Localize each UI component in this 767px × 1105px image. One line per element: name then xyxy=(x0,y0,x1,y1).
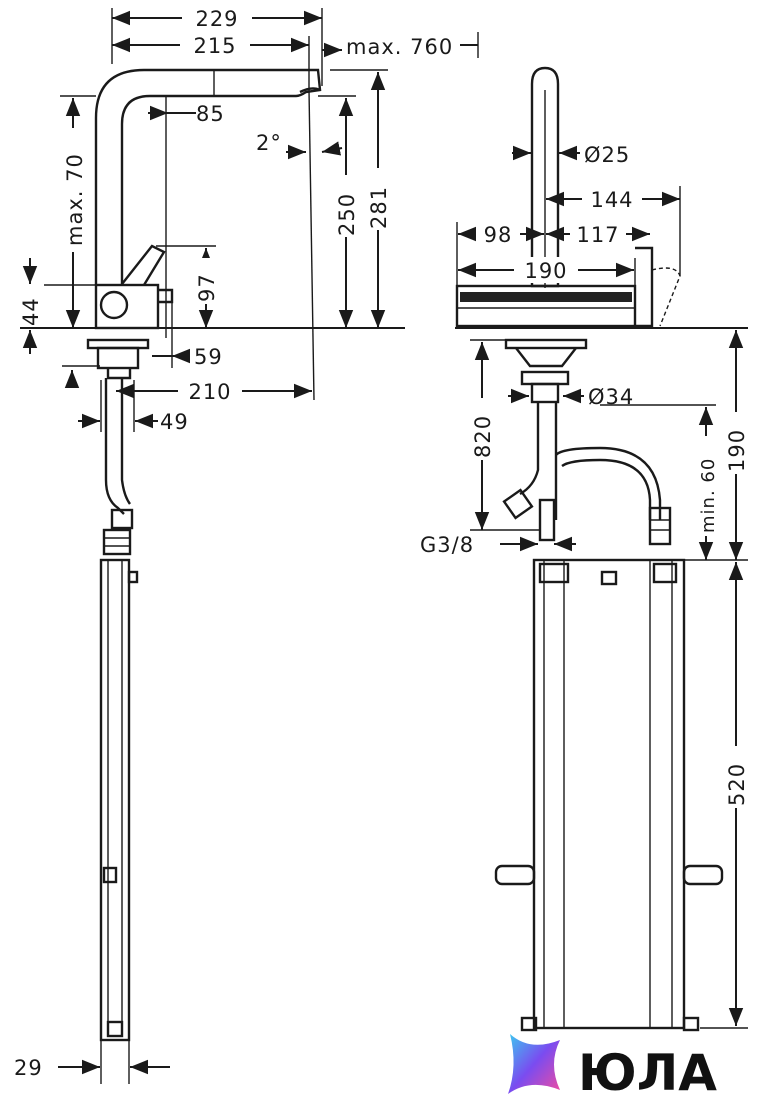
front-hose-left xyxy=(519,402,540,496)
dim-190-top: 190 xyxy=(524,259,567,283)
base-flange xyxy=(86,338,150,350)
front-base-flange xyxy=(504,338,588,350)
front-base-cone xyxy=(515,347,577,368)
hose-box xyxy=(99,558,131,1042)
dim-190-side: 190 xyxy=(725,429,749,472)
dim-97: 97 xyxy=(195,273,219,302)
dim-49: 49 xyxy=(160,410,189,434)
spout-outline xyxy=(94,68,322,285)
hose-connector xyxy=(110,508,134,530)
ext-line-tilt xyxy=(308,89,315,401)
dim-520: 520 xyxy=(725,763,749,806)
hose-fitting-mid xyxy=(538,498,556,542)
dim-59: 59 xyxy=(194,345,223,369)
dim-d25: Ø25 xyxy=(584,143,630,167)
dim-215: 215 xyxy=(193,34,236,58)
box-foot-right xyxy=(682,1016,700,1032)
dim-281: 281 xyxy=(367,186,391,229)
dim-210: 210 xyxy=(188,380,231,404)
logo-star-icon xyxy=(508,1034,560,1094)
dim-max70: max. 70 xyxy=(63,153,87,246)
dim-2deg: 2° xyxy=(256,131,282,155)
hose-left xyxy=(104,378,125,515)
lever-base xyxy=(158,288,174,304)
brand-logo: ЮЛА xyxy=(508,1034,717,1102)
dim-g38: G3/8 xyxy=(420,533,474,557)
box-bracket xyxy=(102,866,118,884)
wall-bracket-left xyxy=(494,864,536,886)
spout-column xyxy=(530,66,560,288)
lever-side xyxy=(635,246,654,328)
front-view: Ø25 144 98 117 190 Ø34 820 G3/8 xyxy=(420,66,750,1032)
lever-swing xyxy=(651,267,681,327)
box-clip xyxy=(127,570,139,584)
dim-arrow-2deg-b xyxy=(321,141,343,156)
side-view: 229 215 max. 760 85 2° max. 70 250 xyxy=(14,4,479,1084)
front-hose-right xyxy=(555,446,662,520)
front-shank xyxy=(530,382,560,404)
dim-117: 117 xyxy=(576,223,619,247)
mixer-cartridge xyxy=(99,290,129,320)
dim-229: 229 xyxy=(195,7,238,31)
front-hose-box xyxy=(532,558,686,1030)
thread-nut xyxy=(106,368,132,380)
logo-text: ЮЛА xyxy=(578,1044,717,1100)
wall-bracket-right xyxy=(682,864,724,886)
hose-right xyxy=(120,378,131,505)
hose-fitting xyxy=(502,488,534,520)
front-nut xyxy=(520,370,570,386)
hose-fitting-right xyxy=(648,506,672,546)
lever-handle xyxy=(121,244,166,286)
dim-144: 144 xyxy=(590,188,633,212)
spray-head xyxy=(299,87,321,94)
dim-29: 29 xyxy=(14,1056,43,1080)
box-foot-left xyxy=(520,1016,538,1032)
dim-85: 85 xyxy=(196,102,225,126)
dim-250: 250 xyxy=(335,193,359,236)
box-top-clip xyxy=(538,562,570,584)
dim-44: 44 xyxy=(19,297,43,326)
dim-820: 820 xyxy=(471,415,495,458)
sink-tray xyxy=(455,284,637,328)
box-top-clip xyxy=(652,562,678,584)
box-center-clip xyxy=(600,570,618,586)
base-collar xyxy=(96,346,140,370)
dim-98: 98 xyxy=(484,223,513,247)
connector-nut xyxy=(102,528,132,556)
tray-slot xyxy=(460,292,632,302)
mixer-body xyxy=(94,283,160,330)
front-hose-right-inner xyxy=(561,458,652,520)
box-foot xyxy=(106,1020,124,1038)
dim-max760: max. 760 xyxy=(346,35,453,59)
dim-min60: min. 60 xyxy=(698,458,719,533)
